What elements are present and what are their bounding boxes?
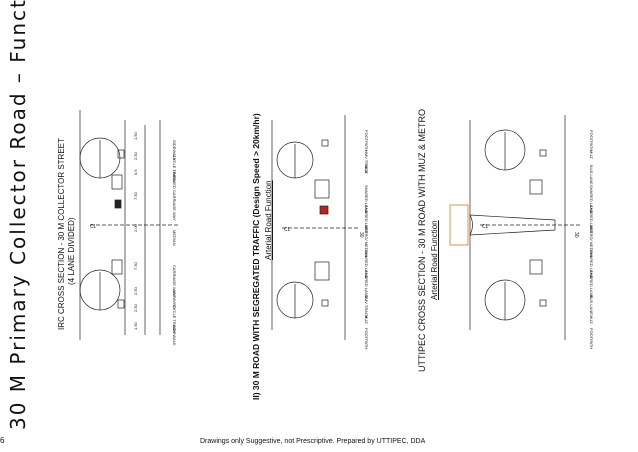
panel-2-label-shared-lane: SHARED LANE (364, 185, 369, 214)
panel-1-centerline: CL (90, 224, 97, 230)
panel-1-label-sidewalk-2: SIDEWALK (172, 325, 177, 346)
panel-2-label-shared-lane-4: SHARED LANE (364, 270, 369, 299)
panel-1-dim-9: 1.50 (133, 321, 138, 330)
panel-2-drawing (271, 115, 360, 340)
panel-3-total: 30 (573, 232, 579, 238)
panel-1-label-median: MEDIAN (172, 230, 177, 246)
panel-1-label-cycle-track-2: CYCLE TRACK (172, 305, 177, 333)
panel-3-drawing (449, 115, 580, 340)
panel-2-label-nmv-track: NMV TRACK (364, 150, 369, 174)
panel-3-centerline: CL (482, 224, 489, 230)
panel-1-dim-1: 1.50 (133, 131, 138, 140)
panel-2-label-footpath: FOOTPATH (364, 130, 369, 151)
panel-1-dim-3: 0.5 (133, 169, 138, 175)
panel-1-dim-4: 7.50 (133, 191, 138, 200)
panel-2-label-muz-2: MUZ (364, 315, 369, 324)
panel-2-label-footpath-2: FOOTPATH (364, 328, 369, 349)
panel-3-label-shared-lane-3: SHARED LANE (589, 250, 594, 279)
panel-1-label-sidewalk: SIDEWALK (172, 140, 177, 161)
panel-1-dim-6: 7.50 (133, 261, 138, 270)
panel-2-label-muz: MUZ (364, 165, 369, 174)
panel-1-dim-2: 2.50 (133, 151, 138, 160)
panel-3-label-bus-lane: BUS LANE (589, 165, 594, 185)
panel-3-label-shared-lane-4: SHARED LANE (589, 270, 594, 299)
panel-3-label-muz-2: MUZ (589, 315, 594, 324)
panel-1-label-carriage-way-2: CARRIAGE WAY (172, 265, 177, 296)
panel-3-label-shared-lane-2: SHARED LANE (589, 205, 594, 234)
panel-2-label-metro-median: METRO/ MEDIAN (364, 225, 369, 257)
panel-2-label-nmv-track-2: NMV TRACK (364, 295, 369, 319)
panel-3-label-muz: MUZ (589, 150, 594, 159)
footer-note: Drawings only Suggestive, not Prescripti… (200, 438, 426, 445)
panel-1-label-unpaved: UNPAVED (172, 170, 177, 189)
panel-1-dim-5: 2.00 (133, 223, 138, 232)
panel-3-label-bus-lane-2: BUS LANE (589, 295, 594, 315)
panel-2-label-shared-lane-2: SHARED LANE (364, 205, 369, 234)
panel-3-label-footpath-2: FOOTPATH (589, 328, 594, 349)
panel-1-drawing (79, 110, 180, 340)
panel-2-label-shared-lane-3: SHARED LANE (364, 250, 369, 279)
panel-2-total: 30 (358, 232, 364, 238)
page-number: 6 (0, 436, 5, 445)
panel-2-centerline: CL (284, 227, 291, 233)
panel-1-dim-7: 2.50 (133, 286, 138, 295)
panel-3-label-footpath: FOOTPATH (589, 130, 594, 151)
panel-1-label-carriage-way: CARRIAGE WAY (172, 190, 177, 221)
panel-1-dim-8: 2.50 (133, 303, 138, 312)
panel-1-label-unpaved-2: UNPAVED (172, 290, 177, 309)
panel-1-label-cycle-track: CYCLE TRACK (172, 155, 177, 183)
panel-3-label-metro-median: METRO/ MEDIAN (589, 225, 594, 257)
panel-3-label-shared-lane: SHARED LANE (589, 185, 594, 214)
